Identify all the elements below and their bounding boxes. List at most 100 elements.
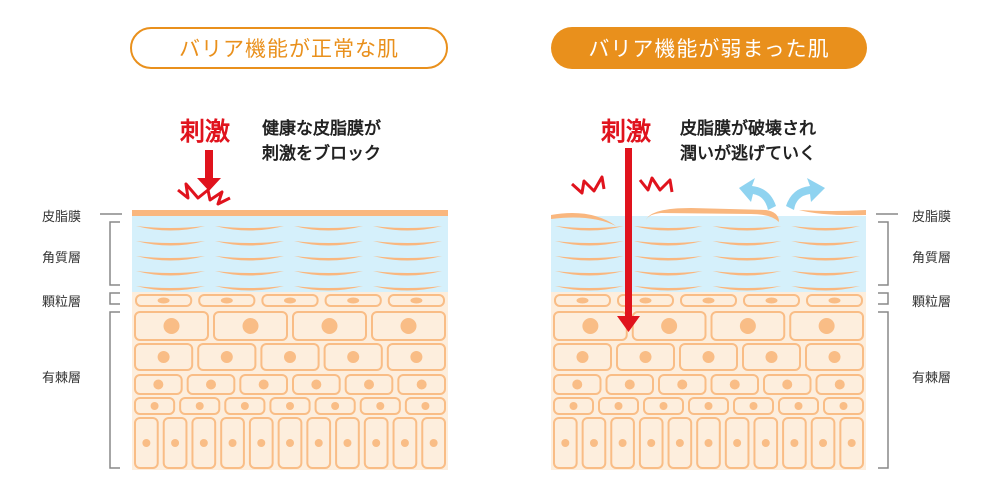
cell-nucleus bbox=[794, 402, 803, 410]
cell-nucleus bbox=[782, 379, 793, 390]
corneum-cell bbox=[136, 256, 205, 261]
cell-nucleus bbox=[347, 351, 360, 363]
bracket-spinous-right bbox=[878, 311, 889, 469]
moisture-escape-arrow-icon bbox=[786, 178, 825, 210]
cell-nucleus bbox=[790, 439, 799, 447]
bracket-granular-right bbox=[878, 292, 889, 305]
cell-nucleus bbox=[639, 351, 652, 363]
corneum-cell bbox=[215, 226, 284, 231]
cell-nucleus bbox=[228, 439, 237, 447]
stimulus-label-right: 刺激 bbox=[601, 117, 652, 146]
corneum-cell bbox=[294, 286, 363, 291]
cell-nucleus bbox=[704, 402, 713, 410]
corneum-cell bbox=[633, 241, 703, 246]
cell-nucleus bbox=[765, 351, 778, 363]
cell-nucleus bbox=[733, 439, 742, 447]
cell-nucleus bbox=[589, 439, 598, 447]
cell-nucleus bbox=[429, 439, 438, 447]
cell-nucleus bbox=[400, 318, 417, 334]
corneum-cell bbox=[791, 256, 860, 261]
bracket-corneum-left bbox=[109, 221, 120, 286]
note-normal: 健康な皮脂膜が 刺激をブロック bbox=[262, 119, 381, 164]
title-normal-skin: バリア機能が正常な肌 bbox=[130, 27, 448, 69]
corneum-cell bbox=[555, 241, 624, 246]
cell-nucleus bbox=[639, 297, 652, 304]
cell-nucleus bbox=[150, 402, 159, 410]
cell-nucleus bbox=[834, 379, 845, 390]
corneum-cell bbox=[294, 226, 363, 231]
label-sebum-right: 皮脂膜 bbox=[912, 210, 952, 225]
cell-nucleus bbox=[421, 402, 430, 410]
broken-sebum bbox=[551, 213, 616, 226]
stratum-corneum-layer bbox=[551, 216, 866, 293]
corneum-cell bbox=[791, 226, 860, 231]
cell-nucleus bbox=[400, 439, 409, 447]
cell-nucleus bbox=[347, 297, 360, 304]
cell-nucleus bbox=[828, 297, 841, 304]
cell-nucleus bbox=[659, 402, 668, 410]
corneum-cell bbox=[555, 256, 624, 261]
impact-burst-icon bbox=[177, 182, 231, 206]
stratum-corneum-layer bbox=[132, 216, 448, 293]
cell-nucleus bbox=[242, 318, 259, 334]
corneum-cell bbox=[136, 241, 205, 246]
note-weak: 皮脂膜が破壊され 潤いが逃げていく bbox=[680, 119, 816, 164]
corneum-cell bbox=[136, 226, 205, 231]
sebum-film bbox=[132, 210, 448, 216]
corneum-cell bbox=[791, 241, 860, 246]
cell-nucleus bbox=[765, 297, 778, 304]
cell-nucleus bbox=[675, 439, 684, 447]
cell-nucleus bbox=[157, 351, 170, 363]
corneum-cell bbox=[136, 271, 205, 276]
stimulus-label-left: 刺激 bbox=[180, 117, 231, 146]
corneum-cell bbox=[373, 286, 442, 291]
cell-nucleus bbox=[311, 379, 322, 390]
corneum-cell bbox=[215, 256, 284, 261]
corneum-cell bbox=[373, 256, 442, 261]
cell-nucleus bbox=[284, 351, 296, 363]
corneum-cell bbox=[712, 256, 782, 261]
label-granular-right: 顆粒層 bbox=[912, 295, 952, 310]
corneum-cell bbox=[712, 241, 782, 246]
cell-nucleus bbox=[582, 318, 599, 334]
label-spinous-left: 有棘層 bbox=[42, 371, 82, 386]
impact-burst-icon bbox=[570, 175, 606, 195]
label-spinous-right: 有棘層 bbox=[912, 371, 952, 386]
cell-nucleus bbox=[749, 402, 758, 410]
corneum-cell bbox=[294, 256, 363, 261]
cell-nucleus bbox=[376, 402, 385, 410]
label-corneum-left: 角質層 bbox=[42, 251, 82, 266]
corneum-cell bbox=[555, 226, 624, 231]
corneum-cell bbox=[633, 286, 703, 291]
corneum-cell bbox=[712, 271, 782, 276]
cell-nucleus bbox=[240, 402, 249, 410]
cell-nucleus bbox=[677, 379, 688, 390]
corneum-cell bbox=[555, 271, 624, 276]
cell-nucleus bbox=[163, 318, 180, 334]
corneum-cell bbox=[294, 241, 363, 246]
moisture-escape-arrow-icon bbox=[739, 178, 776, 210]
cell-nucleus bbox=[416, 379, 427, 390]
cell-nucleus bbox=[761, 439, 770, 447]
broken-sebum bbox=[646, 208, 779, 222]
cell-nucleus bbox=[195, 402, 204, 410]
cell-nucleus bbox=[739, 318, 756, 334]
cell-nucleus bbox=[647, 439, 656, 447]
cell-nucleus bbox=[364, 379, 374, 390]
cell-nucleus bbox=[818, 318, 835, 334]
bracket-granular-left bbox=[109, 292, 120, 305]
cell-nucleus bbox=[661, 318, 678, 334]
cell-nucleus bbox=[618, 439, 627, 447]
label-sebum-left: 皮脂膜 bbox=[42, 210, 82, 225]
cell-nucleus bbox=[729, 379, 740, 390]
corneum-cell bbox=[633, 271, 703, 276]
corneum-cell bbox=[215, 271, 284, 276]
stimulus-arrow-down-icon bbox=[197, 150, 221, 191]
cell-nucleus bbox=[220, 351, 233, 363]
corneum-cell bbox=[373, 241, 442, 246]
cell-nucleus bbox=[142, 439, 151, 447]
cell-nucleus bbox=[171, 439, 180, 447]
corneum-cell bbox=[712, 226, 782, 231]
